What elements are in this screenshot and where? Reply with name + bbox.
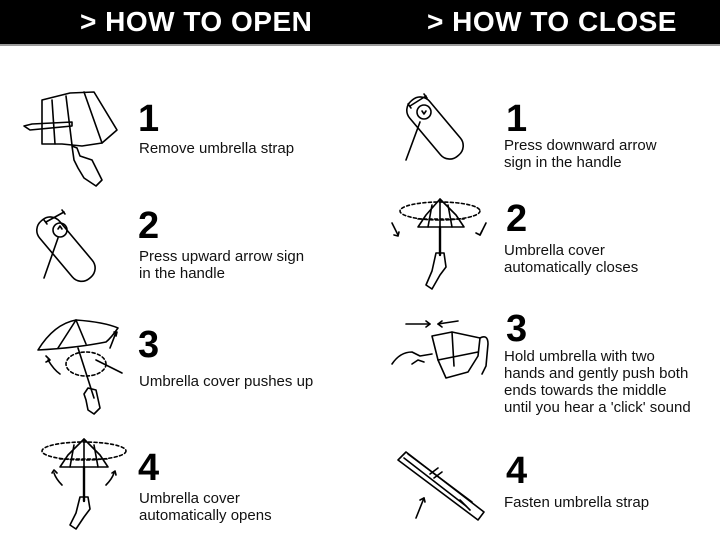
close-step-2: 2 Umbrella cover automatically closes: [370, 195, 720, 305]
step-description: Press upward arrow sign in the handle: [139, 248, 305, 282]
step-number: 2: [138, 205, 160, 247]
step-number: 3: [506, 308, 528, 350]
step-number: 4: [506, 450, 528, 492]
open-step-2: 2 Press upward arrow sign in the handle: [0, 200, 360, 310]
step-number: 2: [506, 198, 528, 240]
handle-button-icon: [405, 93, 464, 161]
close-step-4: 4 Fasten umbrella strap: [370, 440, 720, 550]
step-description: Umbrella cover automatically opens: [139, 490, 272, 524]
step-number: 1: [506, 98, 528, 140]
umbrella-auto-open-icon: [41, 438, 127, 530]
folded-umbrella-strap-icon: [23, 91, 118, 187]
close-step-3: 3 Hold umbrella with two hands and gentl…: [370, 308, 720, 428]
open-step-3: 3 Umbrella cover pushes up: [0, 318, 360, 428]
open-step-4: 4 Umbrella cover automatically opens: [0, 435, 360, 545]
step-description: Fasten umbrella strap: [504, 494, 650, 511]
step-description: Umbrella cover pushes up: [139, 373, 314, 390]
umbrella-auto-close-icon: [391, 198, 487, 290]
how-to-close-title: > HOW TO CLOSE: [427, 6, 677, 37]
step-description: Umbrella cover automatically closes: [504, 242, 639, 276]
how-to-open-title: > HOW TO OPEN: [80, 6, 313, 37]
step-description: Press downward arrow sign in the handle: [504, 137, 657, 171]
step-number: 4: [138, 447, 160, 489]
fastened-umbrella-icon: [397, 451, 485, 521]
umbrella-push-close-icon: [391, 320, 489, 379]
header-bar: > HOW TO OPEN > HOW TO CLOSE: [0, 0, 720, 46]
step-description: Hold umbrella with two hands and gently …: [504, 348, 691, 416]
step-number: 3: [138, 324, 160, 366]
step-description: Remove umbrella strap: [139, 140, 295, 157]
open-step-1: 1 Remove umbrella strap: [0, 80, 360, 190]
handle-button-icon: [36, 209, 96, 283]
umbrella-opening-icon: [37, 319, 123, 415]
step-number: 1: [138, 98, 160, 140]
close-step-1: 1 Press downward arrow sign in the handl…: [370, 80, 720, 190]
